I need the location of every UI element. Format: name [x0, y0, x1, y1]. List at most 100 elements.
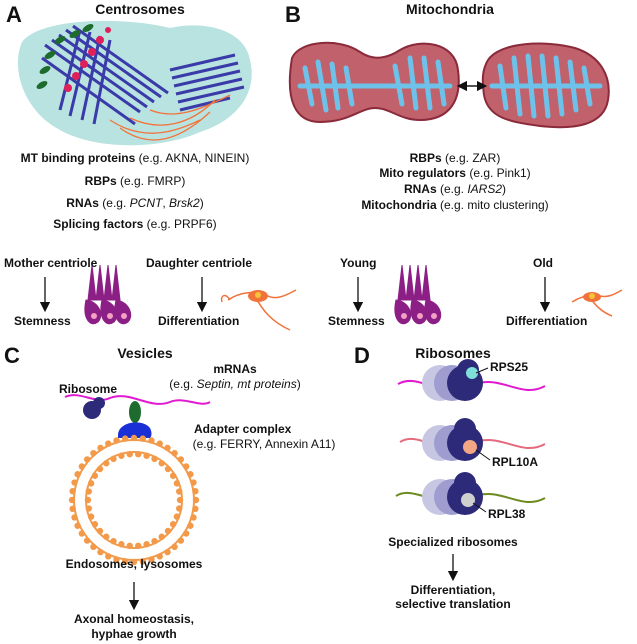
- lipid-head: [78, 463, 86, 470]
- lipid-head: [103, 460, 110, 467]
- lipid-head: [97, 548, 104, 556]
- lipid-head: [105, 553, 112, 560]
- lipid-head: [176, 488, 183, 495]
- lipid-head: [176, 496, 184, 504]
- line-rest: (e.g. AKNA, NINEIN): [135, 151, 250, 165]
- line-bold: Mito regulators: [379, 166, 466, 180]
- old-label: Old: [533, 256, 553, 270]
- lipid-head: [176, 505, 183, 512]
- lipid-head: [74, 471, 81, 478]
- eg-open: (e.g.: [169, 377, 197, 391]
- panel-b-line-2: Mito regulators (e.g. Pink1): [330, 166, 580, 180]
- eg-close: ): [296, 377, 301, 391]
- ribosome-rpl10a: [399, 418, 546, 461]
- lipid-head: [169, 472, 177, 479]
- rps25-label: RPS25: [490, 360, 529, 374]
- lipid-head: [126, 450, 133, 458]
- lipid-head: [87, 513, 95, 520]
- lipid-head: [135, 450, 142, 458]
- panel-b-line-3: RNAs (e.g. IARS2): [330, 182, 580, 196]
- lipid-head: [126, 542, 133, 550]
- lipid-head: [143, 541, 150, 548]
- lipid-head: [139, 435, 147, 442]
- lipid-head: [110, 537, 117, 545]
- leader-rpl10a: [475, 449, 491, 461]
- lipid-head: [173, 513, 181, 520]
- ribosome-outcome-line-1: Differentiation,: [410, 583, 496, 597]
- lipid-head: [190, 514, 197, 521]
- line-rest: (e.g. mito clustering): [436, 198, 549, 212]
- mrnas-examples: (e.g. Septin, mt proteins): [150, 377, 320, 391]
- lipid-head: [83, 456, 91, 463]
- differentiated-cell-a: [220, 289, 297, 331]
- lipid-head: [118, 452, 125, 459]
- lipid-head: [110, 455, 117, 463]
- lipid-head: [78, 530, 86, 537]
- lipid-head: [105, 440, 112, 447]
- leader-rps25: [475, 367, 489, 374]
- panel-c-title: Vesicles: [117, 345, 173, 361]
- line-bold: MT binding proteins: [20, 151, 136, 165]
- lipid-head: [148, 437, 155, 444]
- line-rest: (e.g. Pink1): [465, 166, 531, 180]
- adapter-complex-label: Adapter complex: [194, 422, 292, 436]
- lipid-head: [139, 558, 147, 565]
- panel-a-title: Centrosomes: [95, 1, 185, 17]
- line-bold: RBPs: [84, 174, 117, 188]
- outcome-line-2: hyphae growth: [91, 627, 177, 641]
- lipid-head: [87, 480, 95, 487]
- line-rest: (e.g. FMRP): [116, 174, 186, 188]
- lipid-head: [177, 537, 185, 544]
- lipid-head: [177, 456, 185, 463]
- lipid-head: [68, 496, 76, 504]
- lipid-head: [173, 480, 181, 487]
- line-bold: RNAs: [403, 182, 437, 196]
- line-bold: Splicing factors: [53, 217, 144, 231]
- line-rest: ): [502, 182, 507, 196]
- panel-b-letter: B: [285, 2, 301, 27]
- stem-neurons-a: [84, 264, 132, 325]
- vesicle-illustration: [64, 394, 211, 566]
- lipid-head: [90, 449, 97, 457]
- lipid-head: [182, 530, 190, 537]
- lipid-head: [164, 527, 172, 535]
- lipid-head: [192, 496, 200, 504]
- lipid-head: [164, 444, 171, 452]
- lipid-head: [164, 548, 171, 556]
- lipid-head: [84, 496, 92, 504]
- differentiation-label-a: Differentiation: [158, 314, 240, 328]
- endosomes-label: Endosomes, lysosomes: [65, 557, 203, 571]
- lipid-head: [113, 437, 120, 444]
- lipid-head: [96, 465, 104, 473]
- panel-d-letter: D: [354, 343, 370, 368]
- lipid-head: [130, 558, 138, 566]
- ribosome-outcome-line-2: selective translation: [395, 597, 511, 611]
- lipid-head: [71, 514, 78, 521]
- lipid-head: [130, 434, 138, 442]
- leader-rpl38: [472, 502, 487, 513]
- lipid-head: [91, 472, 99, 479]
- young-label: Young: [340, 256, 377, 270]
- lipid-head: [158, 460, 165, 467]
- gene-name: Brsk2: [169, 196, 200, 210]
- line-rest: (e.g. ZAR): [441, 151, 501, 165]
- lipid-head: [190, 479, 197, 486]
- lipid-head: [148, 556, 155, 563]
- lipid-head: [69, 487, 76, 495]
- lipid-head: [135, 542, 142, 550]
- lipid-head: [164, 465, 172, 473]
- lipid-head: [192, 505, 199, 513]
- line-bold: RNAs: [66, 196, 99, 210]
- centrosome-illustration: [17, 20, 252, 146]
- separator: ,: [162, 196, 169, 210]
- lipid-head: [71, 479, 78, 486]
- outcome-line-1: Axonal homeostasis,: [73, 612, 195, 626]
- line-rest: (e.g.: [436, 182, 468, 196]
- lipid-head: [171, 543, 178, 551]
- lipid-head: [169, 521, 177, 528]
- lipid-head: [83, 537, 91, 544]
- line-rest: (e.g.: [98, 196, 130, 210]
- adapter-examples: (e.g. FERRY, Annexin A11): [192, 437, 336, 451]
- stemness-label-a: Stemness: [14, 314, 71, 328]
- panel-b-title: Mitochondria: [406, 1, 494, 17]
